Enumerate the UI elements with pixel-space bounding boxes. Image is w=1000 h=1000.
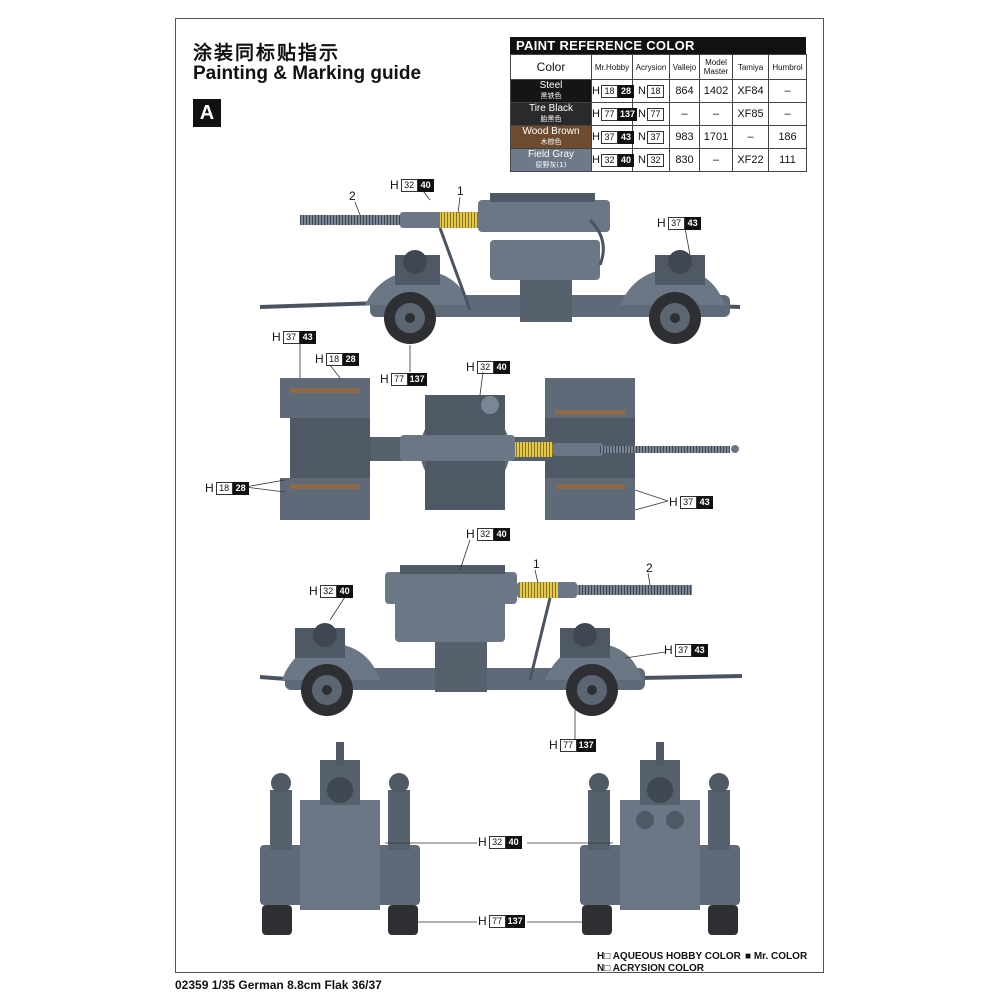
tow-bar-right [639,674,743,680]
humbrol-value: 111 [768,148,807,172]
col-header: Acrysion [632,54,670,80]
col-header: Humbrol [768,54,807,80]
side-view-right [259,565,743,716]
section-badge: A [193,99,221,127]
front-mudguard [365,270,470,305]
cradle [395,600,505,642]
paint-reference-table: PAINT REFERENCE COLOR Color Mr.Hobby Acr… [510,37,807,172]
model-master-value: 1701 [699,125,733,149]
part-number: 1 [533,557,540,571]
paint-table-title: PAINT REFERENCE COLOR [510,37,806,54]
cradle [490,240,600,280]
footer-kit-label: 02359 1/35 German 8.8cm Flak 36/37 [175,978,382,992]
page-title: Painting & Marking guide [193,63,422,84]
breech-block [478,200,610,232]
color-name: Field Gray [527,149,575,160]
color-name: Steel [539,80,563,91]
vallejo-value: 864 [669,79,700,103]
page-frame [175,18,824,973]
part-number: 1 [457,184,464,198]
top-view [280,378,739,520]
vallejo-value: 830 [669,148,700,172]
color-name-cn: 木棕色 [540,138,562,146]
col-header: Mr.Hobby [591,54,633,80]
part-number: 2 [349,189,356,203]
side-view-left [259,193,741,344]
tamiya-value: XF22 [732,148,769,172]
brass-band [520,582,558,598]
muzzle-tube [300,215,415,225]
tamiya-value: – [732,125,769,149]
col-header: Tamiya [732,54,769,80]
rear-view [580,742,740,935]
muzzle-tube-top [600,446,730,453]
model-master-value: – [699,102,733,126]
tow-bar-left [259,301,381,309]
color-name: Tire Black [528,103,574,114]
legend-mr-color: ■ Mr. COLOR [745,951,808,962]
model-master-value: 1402 [699,79,733,103]
legend-aqueous: H□ AQUEOUS HOBBY COLOR [597,951,741,962]
color-name-cn: 胎黑色 [540,115,562,123]
muzzle-tube [577,585,692,595]
front-left-wheel-block [280,378,370,418]
brass-band-top [515,442,553,457]
color-name: Wood Brown [522,126,580,137]
front-view [260,742,420,935]
humbrol-value: – [768,79,807,103]
part-number: 2 [646,561,653,575]
breech-block [385,572,517,604]
breech-top [400,435,515,461]
humbrol-value: 186 [768,125,807,149]
legend-acrysion: N□ ACRYSION COLOR [597,963,704,974]
vallejo-value: – [669,102,700,126]
leader-lines [244,186,691,923]
title-chinese: 涂装同标贴指示 [193,42,341,64]
color-name-cn: 原野灰(1) [535,161,567,169]
color-name-cn: 黑铁色 [540,92,562,100]
tamiya-value: XF84 [732,79,769,103]
brass-band [440,212,478,228]
model-master-value: – [699,148,733,172]
